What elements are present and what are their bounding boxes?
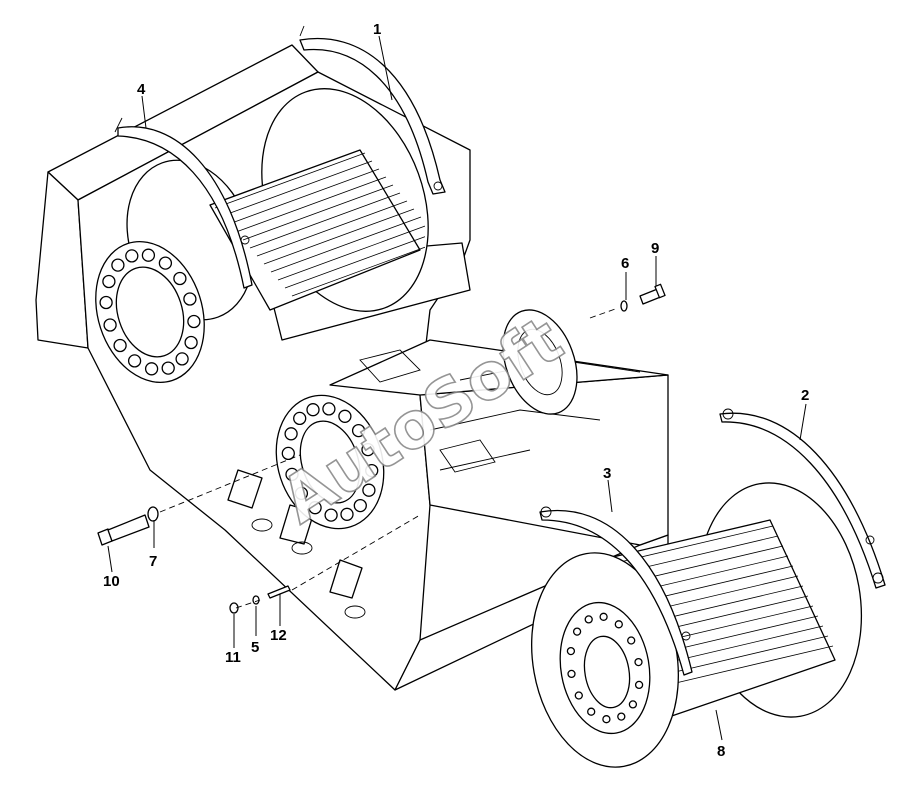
flange-bolt-head <box>141 248 156 262</box>
flange-bolt-head <box>127 354 142 368</box>
flange-bolt-head <box>567 669 576 679</box>
flange-bolt-head <box>144 362 159 376</box>
washer-5 <box>252 595 260 605</box>
callout-7: 7 <box>149 553 157 570</box>
flange-bolt-head <box>634 657 643 667</box>
flange-bolt-head <box>306 403 320 417</box>
flange-bolt-head <box>285 467 299 482</box>
flange-bolt-head <box>324 508 338 522</box>
flange-bolt-head <box>627 636 636 645</box>
callout-12: 12 <box>270 627 287 644</box>
flange-bolt-head <box>158 256 173 270</box>
flange-bolt-head <box>173 271 187 286</box>
flange-bolt-head <box>161 361 175 375</box>
leader-lines <box>107 35 807 741</box>
flange-bolt-head <box>351 423 366 438</box>
flange-bolt-head <box>617 712 626 721</box>
drum-assembly-exploded <box>531 482 863 768</box>
flange-bolt-head <box>284 427 298 441</box>
flange-bolt-head <box>308 501 322 515</box>
flange-bolt-head <box>293 411 307 426</box>
flange-bolt-head <box>574 691 583 700</box>
flange-bolt-head <box>184 335 198 350</box>
callout-8: 8 <box>717 743 725 760</box>
flange-bolt-head <box>125 249 139 263</box>
flange-bolt-head <box>340 507 354 521</box>
callout-5: 5 <box>251 639 259 656</box>
flange-bolt-head <box>361 442 375 457</box>
flange-bolt-head <box>614 620 623 629</box>
washer-7 <box>147 506 159 522</box>
flange-bolt-head <box>566 646 576 656</box>
guard-strap-4 <box>114 117 253 289</box>
flange-bolt-head <box>102 274 116 289</box>
nut-11 <box>229 602 239 614</box>
callout-11: 11 <box>225 649 241 666</box>
flange-bolt-head <box>322 402 336 416</box>
flange-bolt-head <box>281 446 295 461</box>
flange-bolt-head <box>175 352 189 366</box>
flange-bolt-head <box>584 615 593 624</box>
assembly-lines <box>159 307 619 609</box>
callout-10: 10 <box>103 573 120 590</box>
callout-3: 3 <box>603 465 611 482</box>
flange-bolt-head <box>187 314 201 329</box>
flange-bolt-head <box>602 715 611 724</box>
flange-bolt-head <box>572 627 582 636</box>
flange-bolt-head <box>362 483 376 497</box>
guard-strap-2 <box>719 408 886 589</box>
guard-strap-1 <box>299 25 446 195</box>
flange-bolt-head <box>628 700 638 709</box>
screw-12 <box>267 585 291 599</box>
callout-2: 2 <box>801 387 809 404</box>
flange-bolt-head <box>634 680 644 690</box>
callout-1: 1 <box>373 21 381 38</box>
flange-bolt-head <box>294 486 309 501</box>
bolt-flange-left <box>95 241 205 383</box>
flange-bolt-head <box>353 498 367 513</box>
flange-bolt-head <box>183 292 197 306</box>
flange-bolt-head <box>113 338 127 353</box>
flange-bolt-head <box>103 318 117 332</box>
bolt-10 <box>97 514 150 546</box>
flange-bolt-head <box>338 409 352 423</box>
callout-4: 4 <box>137 81 146 98</box>
guard-strap-3 <box>539 506 693 676</box>
flange-bolt-head <box>587 707 596 716</box>
callout-9: 9 <box>651 240 659 257</box>
flange-bolt-head <box>99 295 113 310</box>
callout-6: 6 <box>621 255 629 272</box>
flange-bolt-head <box>599 612 608 621</box>
bolt-9 <box>639 283 666 305</box>
flange-bolt-head <box>365 463 379 478</box>
bolt-flange-right <box>275 394 385 530</box>
washer-6 <box>620 300 628 312</box>
callout-labels: 1 2 3 4 5 6 7 8 9 10 11 12 <box>103 21 809 760</box>
flange-bolt-head <box>111 258 125 272</box>
